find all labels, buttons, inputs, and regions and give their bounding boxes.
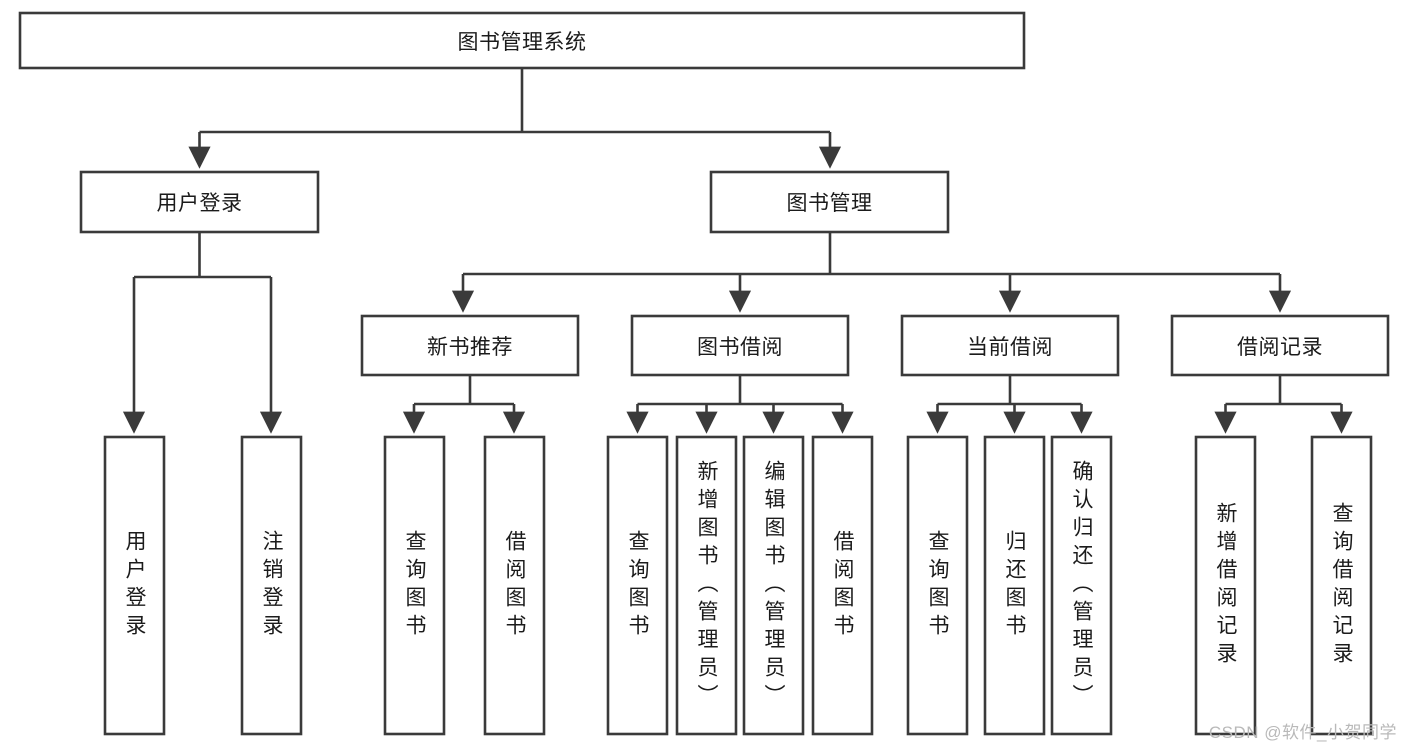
node-box-book-management[interactable]: [709, 170, 950, 234]
node-box-leaf-user-login[interactable]: [103, 435, 166, 736]
node-box-current-borrow[interactable]: [900, 314, 1120, 377]
node-box-borrow-records[interactable]: [1170, 314, 1390, 377]
node-box-book-borrow[interactable]: [630, 314, 850, 377]
node-box-leaf-query-borrow-record[interactable]: [1310, 435, 1373, 736]
node-boxes: [18, 11, 1390, 736]
watermark-text: CSDN @软件_小贺同学: [1208, 723, 1397, 742]
node-box-leaf-edit-book-admin[interactable]: [742, 435, 805, 736]
node-box-leaf-user-logout[interactable]: [240, 435, 303, 736]
node-box-leaf-add-book-admin[interactable]: [675, 435, 738, 736]
node-box-leaf-return-book[interactable]: [983, 435, 1046, 736]
node-box-leaf-borrow-book[interactable]: [811, 435, 874, 736]
node-box-leaf-add-borrow-record[interactable]: [1194, 435, 1257, 736]
node-box-leaf-confirm-return-admin[interactable]: [1050, 435, 1113, 736]
node-box-leaf-borrow-book-recommend[interactable]: [483, 435, 546, 736]
node-box-user-login[interactable]: [79, 170, 320, 234]
node-edges: [122, 68, 1353, 434]
node-box-new-book-recommend[interactable]: [360, 314, 580, 377]
node-box-leaf-query-book-borrow[interactable]: [606, 435, 669, 736]
node-box-root[interactable]: [18, 11, 1026, 70]
node-box-leaf-query-book-recommend[interactable]: [383, 435, 446, 736]
node-box-leaf-query-book-current[interactable]: [906, 435, 969, 736]
